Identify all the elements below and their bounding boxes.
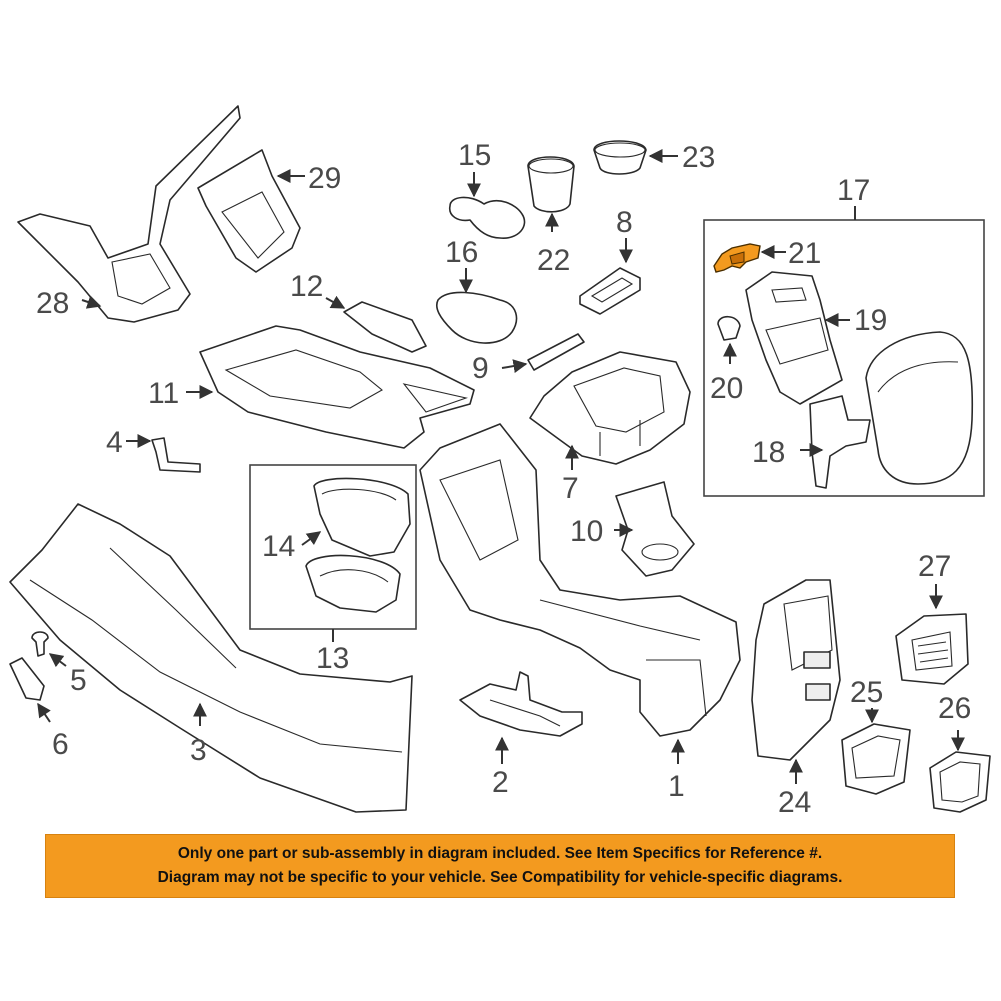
disclaimer-line-2: Diagram may not be specific to your vehi… <box>157 869 843 886</box>
part-1-console-frame: 1 <box>419 423 741 803</box>
part-4-mounting-bracket: 4 <box>106 426 201 473</box>
part-5-push-clip: 5 <box>31 631 87 697</box>
part-29-console-trim: 29 <box>197 149 341 273</box>
callout-10: 10 <box>570 515 603 548</box>
part-23-cup-ring: 23 <box>593 140 715 175</box>
callout-23: 23 <box>682 141 715 174</box>
part-7-shifter-housing: 7 <box>529 351 691 505</box>
disclaimer-banner: Only one part or sub-assembly in diagram… <box>45 834 955 898</box>
part-25-storage-bin: 25 <box>841 676 911 795</box>
part-26-trim-bezel: 26 <box>929 692 991 813</box>
part-9-bracket: 9 <box>472 333 585 385</box>
callout-11: 11 <box>148 377 179 410</box>
part-3-console-side-panel: 3 <box>9 503 413 813</box>
part-2-mounting-bracket: 2 <box>459 671 583 799</box>
callout-24: 24 <box>778 786 811 819</box>
callout-1: 1 <box>668 770 685 803</box>
callout-13: 13 <box>316 642 349 675</box>
disclaimer-line-1: Only one part or sub-assembly in diagram… <box>177 845 823 862</box>
part-22-cup-insert: 22 <box>527 156 575 277</box>
callout-28: 28 <box>36 287 69 320</box>
armrest-pad <box>865 331 974 485</box>
callout-17: 17 <box>837 174 870 207</box>
part-11-upper-console-panel: 11 <box>148 325 475 449</box>
callout-9: 9 <box>472 352 489 385</box>
callout-14: 14 <box>262 530 295 563</box>
part-6-trim-cap: 6 <box>9 657 69 761</box>
part-8-switch-bezel: 8 <box>579 206 641 315</box>
callout-16: 16 <box>445 236 478 269</box>
group-17-armrest-assembly: 17 21 19 20 <box>703 174 985 497</box>
callout-15: 15 <box>458 139 491 172</box>
callout-8: 8 <box>616 206 633 239</box>
callout-27: 27 <box>918 550 951 583</box>
callout-29: 29 <box>308 162 341 195</box>
callout-20: 20 <box>710 372 743 405</box>
callout-4: 4 <box>106 426 123 459</box>
callout-2: 2 <box>492 766 509 799</box>
part-28-side-trim-panel: 28 <box>17 105 241 323</box>
callout-21: 21 <box>788 237 821 270</box>
part-20-bumper: 20 <box>710 315 743 405</box>
part-27-air-vent: 27 <box>895 550 969 685</box>
part-16-cup-holder-liner: 16 <box>436 236 518 344</box>
part-19-armrest-hinge-panel: 19 <box>745 271 887 405</box>
callout-25: 25 <box>850 676 883 709</box>
callout-7: 7 <box>562 472 579 505</box>
part-24-rear-console-end: 24 <box>751 579 841 819</box>
part-12-trim-strip: 12 <box>290 270 427 353</box>
callout-26: 26 <box>938 692 971 725</box>
callout-6: 6 <box>52 728 69 761</box>
group-13-cup-holder-assembly: 14 13 <box>249 464 417 675</box>
callout-3: 3 <box>190 734 207 767</box>
part-18-latch-bracket: 18 <box>752 395 871 489</box>
callout-19: 19 <box>854 304 887 337</box>
callout-22: 22 <box>537 244 570 277</box>
callout-18: 18 <box>752 436 785 469</box>
callout-12: 12 <box>290 270 323 303</box>
part-10-console-insert: 10 <box>570 481 695 577</box>
part-15-cup-holder-mat: 15 <box>448 139 526 239</box>
callout-5: 5 <box>70 664 87 697</box>
part-21-highlighted: 21 <box>713 237 821 273</box>
